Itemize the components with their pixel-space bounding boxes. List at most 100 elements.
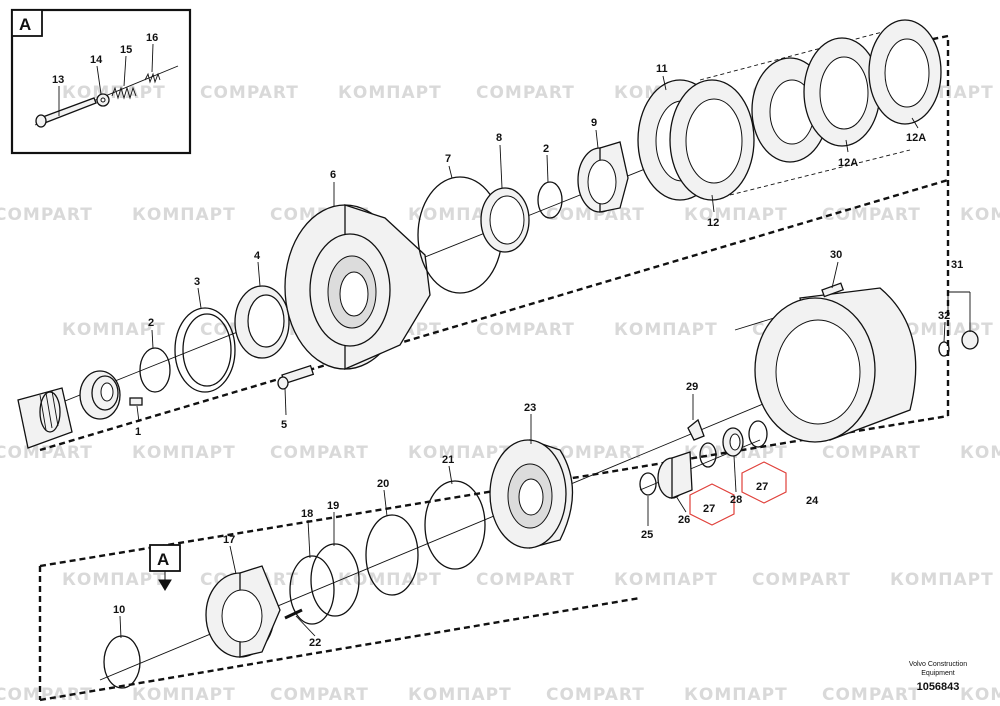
watermark-text: COMPART xyxy=(752,570,851,590)
watermark-text: КОМПАРТ xyxy=(960,685,1000,705)
label-2a: 2 xyxy=(148,317,154,329)
detail-box-a: A xyxy=(10,8,192,155)
watermark-text: COMPART xyxy=(0,205,93,225)
gear-26 xyxy=(657,451,693,499)
bolt-5 xyxy=(277,364,315,390)
label-18: 18 xyxy=(301,508,313,520)
ring-27-right xyxy=(748,420,768,448)
label-5: 5 xyxy=(281,419,287,431)
watermark-text: COMPART xyxy=(476,320,575,340)
watermark-text: КОМПАРТ xyxy=(62,83,166,103)
highlight-27-left xyxy=(689,483,735,526)
seal-4 xyxy=(234,285,290,359)
screw-1 xyxy=(129,397,143,406)
ring-19 xyxy=(310,543,360,617)
lock-nut xyxy=(79,370,121,420)
bolt-30 xyxy=(821,282,845,298)
watermark-text: КОМПАРТ xyxy=(614,320,718,340)
watermark-text: COMPART xyxy=(270,685,369,705)
label-17: 17 xyxy=(223,534,235,546)
watermark-text: COMPART xyxy=(0,685,93,705)
watermark-text: КОМПАРТ xyxy=(890,570,994,590)
drive-shaft xyxy=(17,387,73,449)
label-14: 14 xyxy=(90,54,103,66)
disc-pack xyxy=(699,29,911,196)
plug-31 xyxy=(961,330,979,350)
spring-15 xyxy=(111,86,137,100)
footer-company-line1: Volvo Construction xyxy=(909,661,967,668)
label-19: 19 xyxy=(327,500,339,512)
label-12a-2: 12A xyxy=(906,132,926,144)
watermark-text: КОМПАРТ xyxy=(132,685,236,705)
label-11: 11 xyxy=(656,63,668,75)
label-27b: 27 xyxy=(756,481,768,493)
watermark-text: КОМПАРТ xyxy=(132,443,236,463)
o-ring-2-right xyxy=(537,181,563,219)
label-27a: 27 xyxy=(703,503,715,515)
watermark-text: COMPART xyxy=(476,570,575,590)
watermark-text: COMPART xyxy=(822,205,921,225)
label-16: 16 xyxy=(146,32,158,44)
label-29: 29 xyxy=(686,381,698,393)
label-2b: 2 xyxy=(543,143,549,155)
svg-text:A: A xyxy=(157,550,169,569)
watermark-text: COMPART xyxy=(546,205,645,225)
wheel-hub-6 xyxy=(284,204,431,370)
watermark-text: КОМПАРТ xyxy=(62,320,166,340)
label-22: 22 xyxy=(309,637,321,649)
watermark-text: КОМПАРТ xyxy=(408,685,512,705)
watermark-text: COMPART xyxy=(822,443,921,463)
bearing-28 xyxy=(722,427,744,457)
label-31: 31 xyxy=(951,259,963,271)
watermark-text: КОМПАРТ xyxy=(338,83,442,103)
label-13: 13 xyxy=(52,74,64,86)
bolt-13 xyxy=(35,97,97,128)
label-24: 24 xyxy=(806,495,819,507)
label-28: 28 xyxy=(730,494,742,506)
label-9: 9 xyxy=(591,117,597,129)
washer-14 xyxy=(96,93,110,107)
watermark-text: COMPART xyxy=(0,443,93,463)
washer-29 xyxy=(687,418,705,441)
watermark-text: COMPART xyxy=(546,685,645,705)
spring-16 xyxy=(144,72,161,84)
pin-22 xyxy=(284,608,303,620)
sun-gear-carrier-23 xyxy=(489,439,574,549)
label-20: 20 xyxy=(377,478,389,490)
label-32: 32 xyxy=(938,310,950,322)
label-7: 7 xyxy=(445,153,451,165)
ring-18 xyxy=(289,555,335,625)
label-6: 6 xyxy=(330,169,336,181)
part-labels: 13 14 15 16 1 2 3 4 5 6 7 8 2 9 11 12 12… xyxy=(52,32,963,649)
planet-ring-17 xyxy=(205,565,281,658)
friction-disc-12 xyxy=(669,79,755,201)
seal-8 xyxy=(480,187,530,253)
watermark-text: КОМПАРТ xyxy=(684,205,788,225)
watermark-text: КОМПАРТ xyxy=(614,570,718,590)
seal-ring-3 xyxy=(174,307,236,393)
label-15: 15 xyxy=(120,44,132,56)
ring-27-left xyxy=(699,442,717,468)
watermark-text: КОМПАРТ xyxy=(132,205,236,225)
watermark-text: КОМПАРТ xyxy=(338,570,442,590)
ring-25 xyxy=(639,472,657,496)
footer-drawing-number: 1056843 xyxy=(917,681,960,693)
o-ring-2-left xyxy=(139,347,171,393)
ring-32 xyxy=(938,341,950,357)
watermark-text: КОМПАРТ xyxy=(62,570,166,590)
footer-stamp: Volvo Construction Equipment 1056843 xyxy=(909,661,967,693)
label-25: 25 xyxy=(641,529,653,541)
label-21: 21 xyxy=(442,454,454,466)
label-30: 30 xyxy=(830,249,842,261)
watermark-text: COMPART xyxy=(200,83,299,103)
watermark-text: КОМПАРТ xyxy=(960,443,1000,463)
snap-ring-20 xyxy=(365,514,419,596)
friction-disc-12a-2 xyxy=(868,19,942,125)
ring-gear-9 xyxy=(577,141,629,213)
planet-carrier-housing xyxy=(754,287,917,443)
watermark-text: КОМПАРТ xyxy=(408,443,512,463)
footer-company-line2: Equipment xyxy=(921,670,955,677)
watermark-text: КОМПАРТ xyxy=(960,205,1000,225)
friction-disc-12a-1 xyxy=(803,37,881,147)
watermark-text: COMPART xyxy=(270,443,369,463)
